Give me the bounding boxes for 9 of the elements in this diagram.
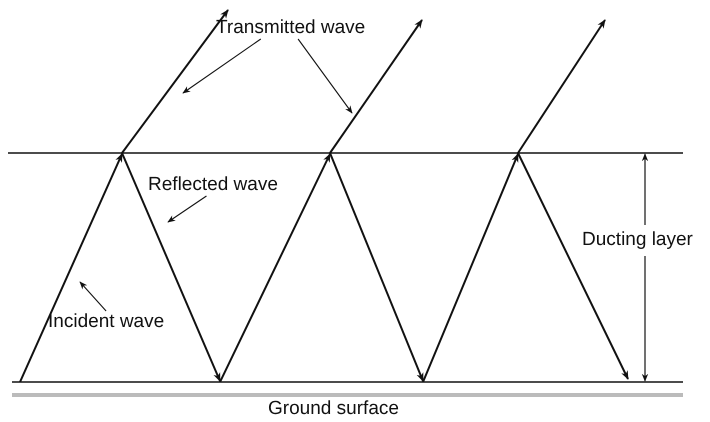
- wave-label: Transmitted wave: [216, 17, 366, 39]
- wave-label: Incident wave: [48, 311, 164, 333]
- ground-label: Ground surface: [268, 398, 399, 420]
- wave-label: Reflected wave: [148, 174, 278, 196]
- dimension-label: Ducting layer: [582, 229, 693, 251]
- leader-line: [298, 38, 352, 114]
- leader-line: [79, 281, 106, 312]
- leader-line: [182, 38, 262, 94]
- leader-line: [167, 196, 207, 222]
